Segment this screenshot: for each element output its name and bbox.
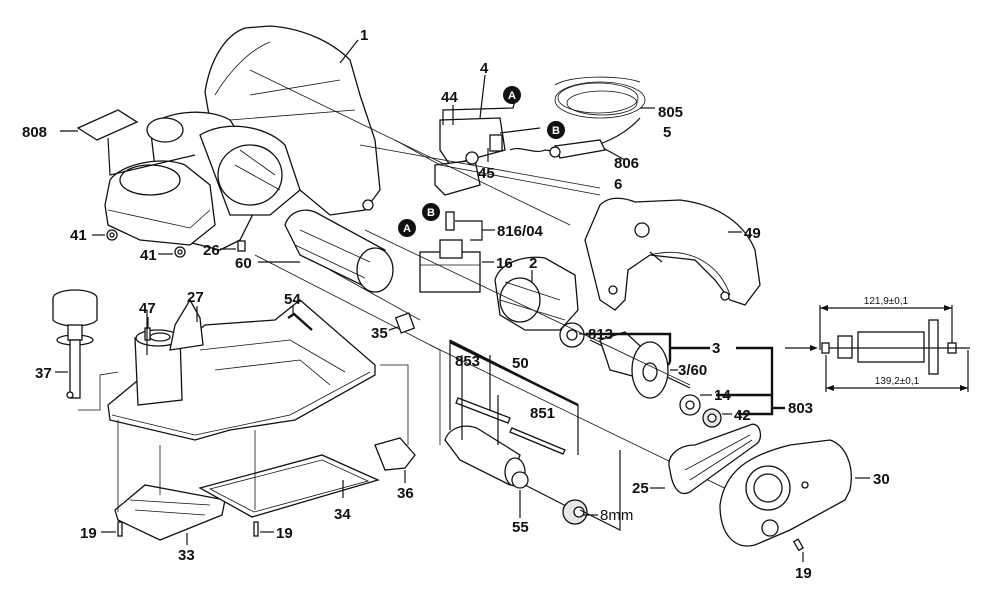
drive-belt-part: [668, 423, 762, 495]
switch-assembly-part: [434, 96, 541, 196]
part-label-806: 806: [614, 155, 639, 172]
handle-cover-part: [584, 197, 761, 311]
plate-33-part: [114, 420, 226, 541]
part-label-853: 853: [455, 353, 480, 370]
part-label-4: 4: [480, 60, 489, 77]
base-shoe-part: [107, 298, 376, 441]
part-label-60: 60: [235, 255, 252, 272]
part-label-55: 55: [512, 519, 529, 536]
part-label-35: 35: [371, 325, 388, 342]
connector-a-mid-label: A: [403, 223, 411, 235]
power-cord-part: [509, 76, 646, 159]
part-label-33: 33: [178, 547, 195, 564]
part-label-42: 42: [734, 407, 751, 424]
connector-a-mid: A: [398, 219, 416, 237]
part-label-45: 45: [478, 165, 495, 182]
part-label-16: 16: [496, 255, 513, 272]
sleeve-35-part: [394, 312, 416, 334]
screw-26: [237, 240, 246, 252]
connector-b-mid-label: B: [427, 207, 435, 219]
belt-cover-part: [719, 439, 852, 547]
part-label-44: 44: [441, 89, 458, 106]
part-label-47: 47: [139, 300, 156, 317]
connector-a-top: A: [503, 86, 521, 104]
blade-drum-part: [444, 425, 571, 509]
bracket-blade-kit: [449, 340, 579, 407]
part-label-34: 34: [334, 506, 351, 523]
dimension-outer-length: 139,2±0,1: [875, 376, 920, 387]
hex-key-54-part: [287, 312, 313, 331]
part-label-41-left: 41: [70, 227, 87, 244]
part-label-19-left: 19: [80, 525, 97, 542]
bracket-armature: [579, 332, 785, 416]
part-label-19-right: 19: [795, 565, 812, 582]
assembly-axis-lines: [249, 69, 781, 516]
part-label-54: 54: [284, 291, 301, 308]
part-label-808: 808: [22, 124, 47, 141]
motor-tube-part: [284, 209, 394, 293]
nut-41-right: [174, 246, 186, 258]
screw-19-left-part: [117, 521, 123, 537]
connector-b-top-label: B: [552, 125, 560, 137]
armature-dimension-inset: 121,9±0,1 139,2±0,1: [785, 296, 970, 392]
nut-41-left: [106, 229, 118, 241]
screw-19-right-part: [792, 538, 804, 552]
part-label-50: 50: [512, 355, 529, 372]
part-label-36: 36: [397, 485, 414, 502]
brush-holder-part: [419, 239, 481, 293]
pulley-size-label: 8mm: [600, 507, 633, 524]
part-label-1: 1: [360, 27, 368, 44]
part-label-2: 2: [529, 255, 537, 272]
connector-b-mid: B: [422, 203, 440, 221]
chip-outlet-part: [104, 160, 216, 246]
gasket-34-part: [198, 430, 380, 518]
label-sticker-part: [76, 109, 196, 176]
part-label-816-04: 816/04: [497, 223, 544, 240]
pulley-42-part: [702, 408, 722, 428]
part-label-27: 27: [187, 289, 204, 306]
part-label-26: 26: [203, 242, 220, 259]
part-label-813: 813: [588, 326, 613, 343]
part-label-805: 805: [658, 104, 683, 121]
connector-a-top-label: A: [508, 90, 516, 102]
part-label-25: 25: [632, 480, 649, 497]
part-label-30: 30: [873, 471, 890, 488]
part-label-3-60: 3/60: [678, 362, 707, 379]
part-label-41-right: 41: [140, 247, 157, 264]
drum-pulley-part: [562, 499, 588, 525]
part-label-6: 6: [614, 176, 622, 193]
brush-pin-part: [445, 211, 455, 231]
depth-knob-part: [52, 289, 119, 411]
part-label-49: 49: [744, 225, 761, 242]
part-label-851: 851: [530, 405, 555, 422]
bracket-816-04: [455, 220, 495, 241]
armature-part: [589, 331, 691, 399]
field-coil-part: [494, 256, 579, 331]
part-label-14: 14: [714, 387, 731, 404]
part-label-3: 3: [712, 340, 720, 357]
dimension-inner-length: 121,9±0,1: [864, 296, 909, 307]
clip-36-part: [374, 364, 416, 471]
bearing-813-part: [559, 322, 585, 348]
bearing-14-part: [679, 394, 701, 416]
part-label-19-mid: 19: [276, 525, 293, 542]
leader-lines: [55, 39, 870, 562]
drum-pulley-bracket: [579, 450, 621, 531]
part-label-37: 37: [35, 365, 52, 382]
part-label-5: 5: [663, 124, 671, 141]
connector-b-top: B: [547, 121, 565, 139]
screw-19-mid-part: [253, 521, 259, 537]
part-label-803: 803: [788, 400, 813, 417]
